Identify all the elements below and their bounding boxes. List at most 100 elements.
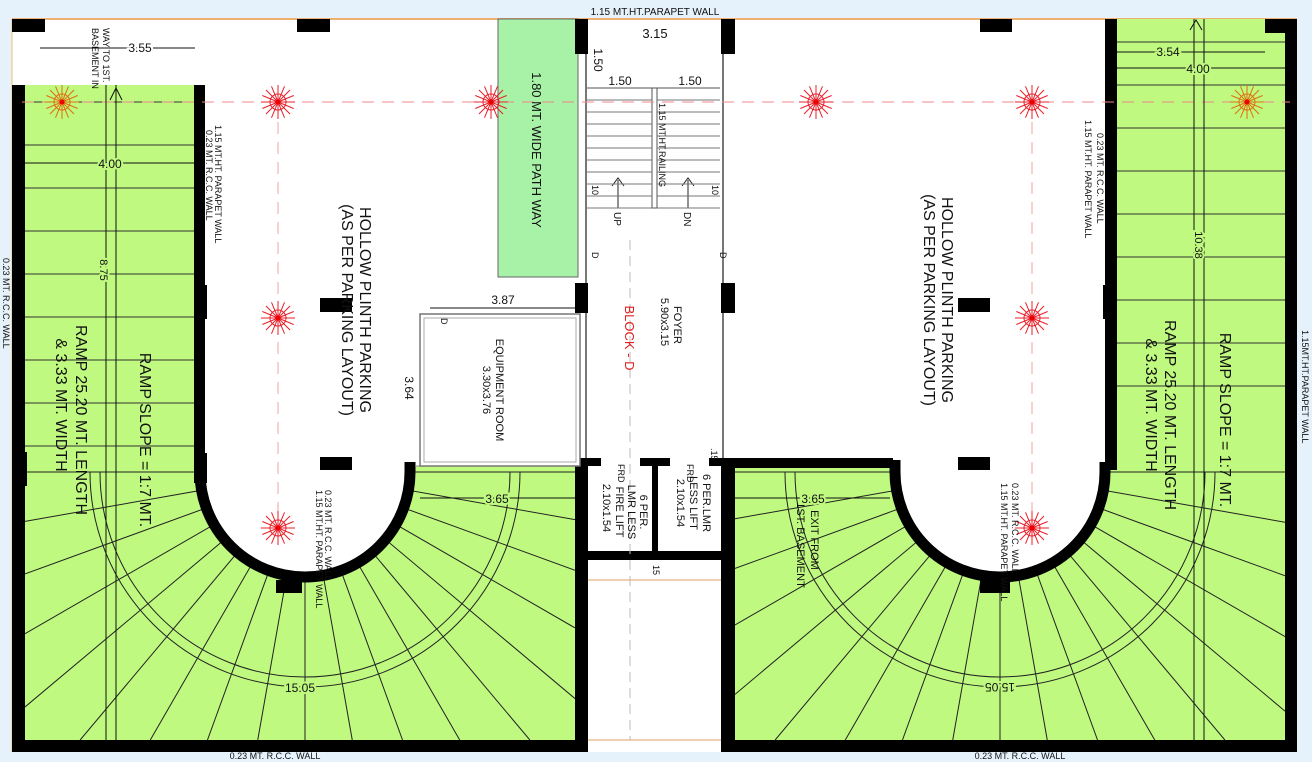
foyer-label: FOYER [671, 306, 683, 344]
parking-label: HOLLOW PLINTH PARKING [938, 197, 955, 403]
column [297, 19, 330, 32]
light-ray [277, 86, 285, 103]
bottom-wall-left [12, 740, 580, 752]
light-center [59, 99, 65, 105]
ramp-width-label: & 3.33 MT. WIDTH [52, 338, 69, 471]
light-center [488, 99, 494, 105]
light-ray [277, 101, 285, 118]
light-ray [61, 101, 69, 118]
stair-up-label: UP [611, 212, 622, 226]
right-inner-wall [1105, 19, 1117, 470]
light-ray [1246, 86, 1254, 103]
column [575, 19, 588, 54]
light-ray [271, 101, 279, 118]
dimension-lines [25, 19, 1285, 740]
step-count: 10 [590, 185, 600, 195]
light-ray [1031, 95, 1048, 103]
light-ray [1031, 89, 1045, 103]
foyer-size: 5.90x3.15 [658, 298, 670, 346]
dimension-label: 3.87 [491, 293, 515, 307]
light-ray [1240, 101, 1248, 118]
light-center [1029, 315, 1035, 321]
light-ray [1031, 101, 1039, 118]
door-label: D [718, 252, 728, 259]
light-ray [1246, 101, 1254, 118]
dimension-label: 15.05 [285, 681, 315, 695]
wall-label: 0.23 MT. R.C.C. WALL [230, 751, 321, 761]
ramp-arc [99, 471, 511, 678]
column [958, 457, 990, 470]
wall-label: 1.15 MT.HT. PARAPET WALL [314, 490, 324, 608]
ramp-slope-label: RAMP SLOPE = 1:7 MT. [136, 353, 153, 527]
ramp-length-label: RAMP 25.20 MT. LENGTH [72, 325, 89, 515]
light-ray [1016, 101, 1033, 109]
dimension-label: 1.50 [591, 48, 605, 72]
core-wall-left [575, 458, 588, 752]
equipment-room-label: EQUIPMENT ROOM [493, 339, 505, 441]
parking-label: (AS PER PARKING LAYOUT) [920, 194, 937, 406]
column [958, 298, 990, 312]
light-center [1244, 99, 1250, 105]
up-arrow-head-icon [611, 177, 625, 187]
light-center [275, 99, 281, 105]
central-passage [579, 579, 731, 741]
light-ring [1023, 309, 1041, 327]
dimension-label: 4.00 [1186, 62, 1210, 76]
light-ray [815, 101, 823, 118]
light-center [1029, 99, 1035, 105]
wall-thickness-label: .15 [709, 448, 719, 461]
stair-dn-label: DN [681, 212, 692, 226]
light-ray [271, 86, 279, 103]
ramp-width-label: & 3.33 MT. WIDTH [1142, 338, 1159, 471]
light-ray [1246, 101, 1260, 115]
bottom-wall-right [730, 740, 1297, 752]
column [575, 283, 588, 313]
light-ray [61, 101, 78, 109]
light-ray [1231, 101, 1248, 109]
light-ray [1234, 101, 1248, 115]
left-arc-wall [194, 460, 416, 583]
column [276, 580, 302, 593]
right-court [890, 466, 1110, 582]
dimension-label: 1.50 [608, 74, 632, 88]
ramp-slope-label: RAMP SLOPE = 1:7 MT. [1216, 333, 1233, 507]
column [194, 453, 207, 483]
pathway-label: 1.80 MT. WIDE PATH WAY [529, 72, 544, 228]
light-ray [1031, 527, 1048, 535]
left-straight-ramp [22, 85, 195, 470]
annotations: 1.15 MT.HT.PARAPET WALL WAY TO 1ST. BASE… [1, 7, 1310, 761]
light-ray [490, 86, 498, 103]
light-ray [1016, 317, 1033, 325]
wall-label: 1.15 MT.HT. PARAPET WALL [213, 125, 223, 243]
light-ring [269, 519, 287, 537]
dimension-label: 1.50 [678, 74, 702, 88]
dimension-label: 3.64 [402, 376, 416, 400]
light-ring [269, 93, 287, 111]
equipment-room-inner [423, 317, 577, 463]
light-ray [490, 101, 498, 118]
fire-lift-label: FIRE LIFT [613, 487, 625, 538]
dimension-label: 15.05 [985, 680, 1015, 694]
wall-label: 1.15MT.HT.PARAPET WALL [1300, 330, 1310, 443]
lift-back-wall [575, 551, 735, 560]
light-ray [1234, 89, 1248, 103]
staircase [587, 87, 720, 209]
light-ray [1031, 101, 1045, 115]
light-ray [484, 101, 492, 118]
right-top-wall [721, 458, 893, 468]
corner-column [1265, 19, 1297, 33]
walls [12, 19, 1297, 752]
light-ray [61, 86, 69, 103]
light-ray [1246, 101, 1263, 109]
ramp-length-label: RAMP 25.20 MT. LENGTH [1161, 320, 1178, 510]
ramp-direction-arrow-icon [109, 86, 123, 101]
wall-thickness-label: 15 [651, 565, 661, 575]
dimension-label: 3.54 [1156, 45, 1180, 59]
exit-label: 1ST. BASEMENT [794, 502, 806, 588]
column [320, 298, 352, 312]
dimension-label: 3.15 [642, 26, 667, 41]
light-ray [1031, 527, 1045, 541]
column [980, 19, 1012, 32]
light-ray [1031, 317, 1045, 331]
